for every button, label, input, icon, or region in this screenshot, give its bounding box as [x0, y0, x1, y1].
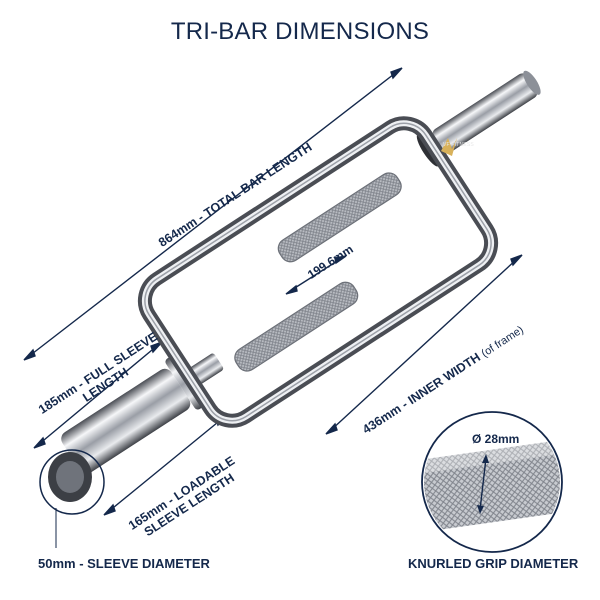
- sleeve-diameter-circle: [39, 449, 105, 515]
- page-title: TRI-BAR DIMENSIONS: [170, 18, 430, 45]
- tri-bar-frame: [137, 116, 499, 428]
- grip-diameter-label: Ø 28mm: [472, 432, 520, 446]
- knurled-grip-caption: KNURLED GRIP DIAMETER: [408, 556, 579, 571]
- sleeve-diameter-caption: 50mm - SLEEVE DIAMETER: [38, 556, 210, 571]
- brand-logo-icon: [441, 138, 457, 156]
- brand-text: VF FITNESS: [443, 142, 474, 148]
- grip-zoom-circle: [421, 411, 563, 553]
